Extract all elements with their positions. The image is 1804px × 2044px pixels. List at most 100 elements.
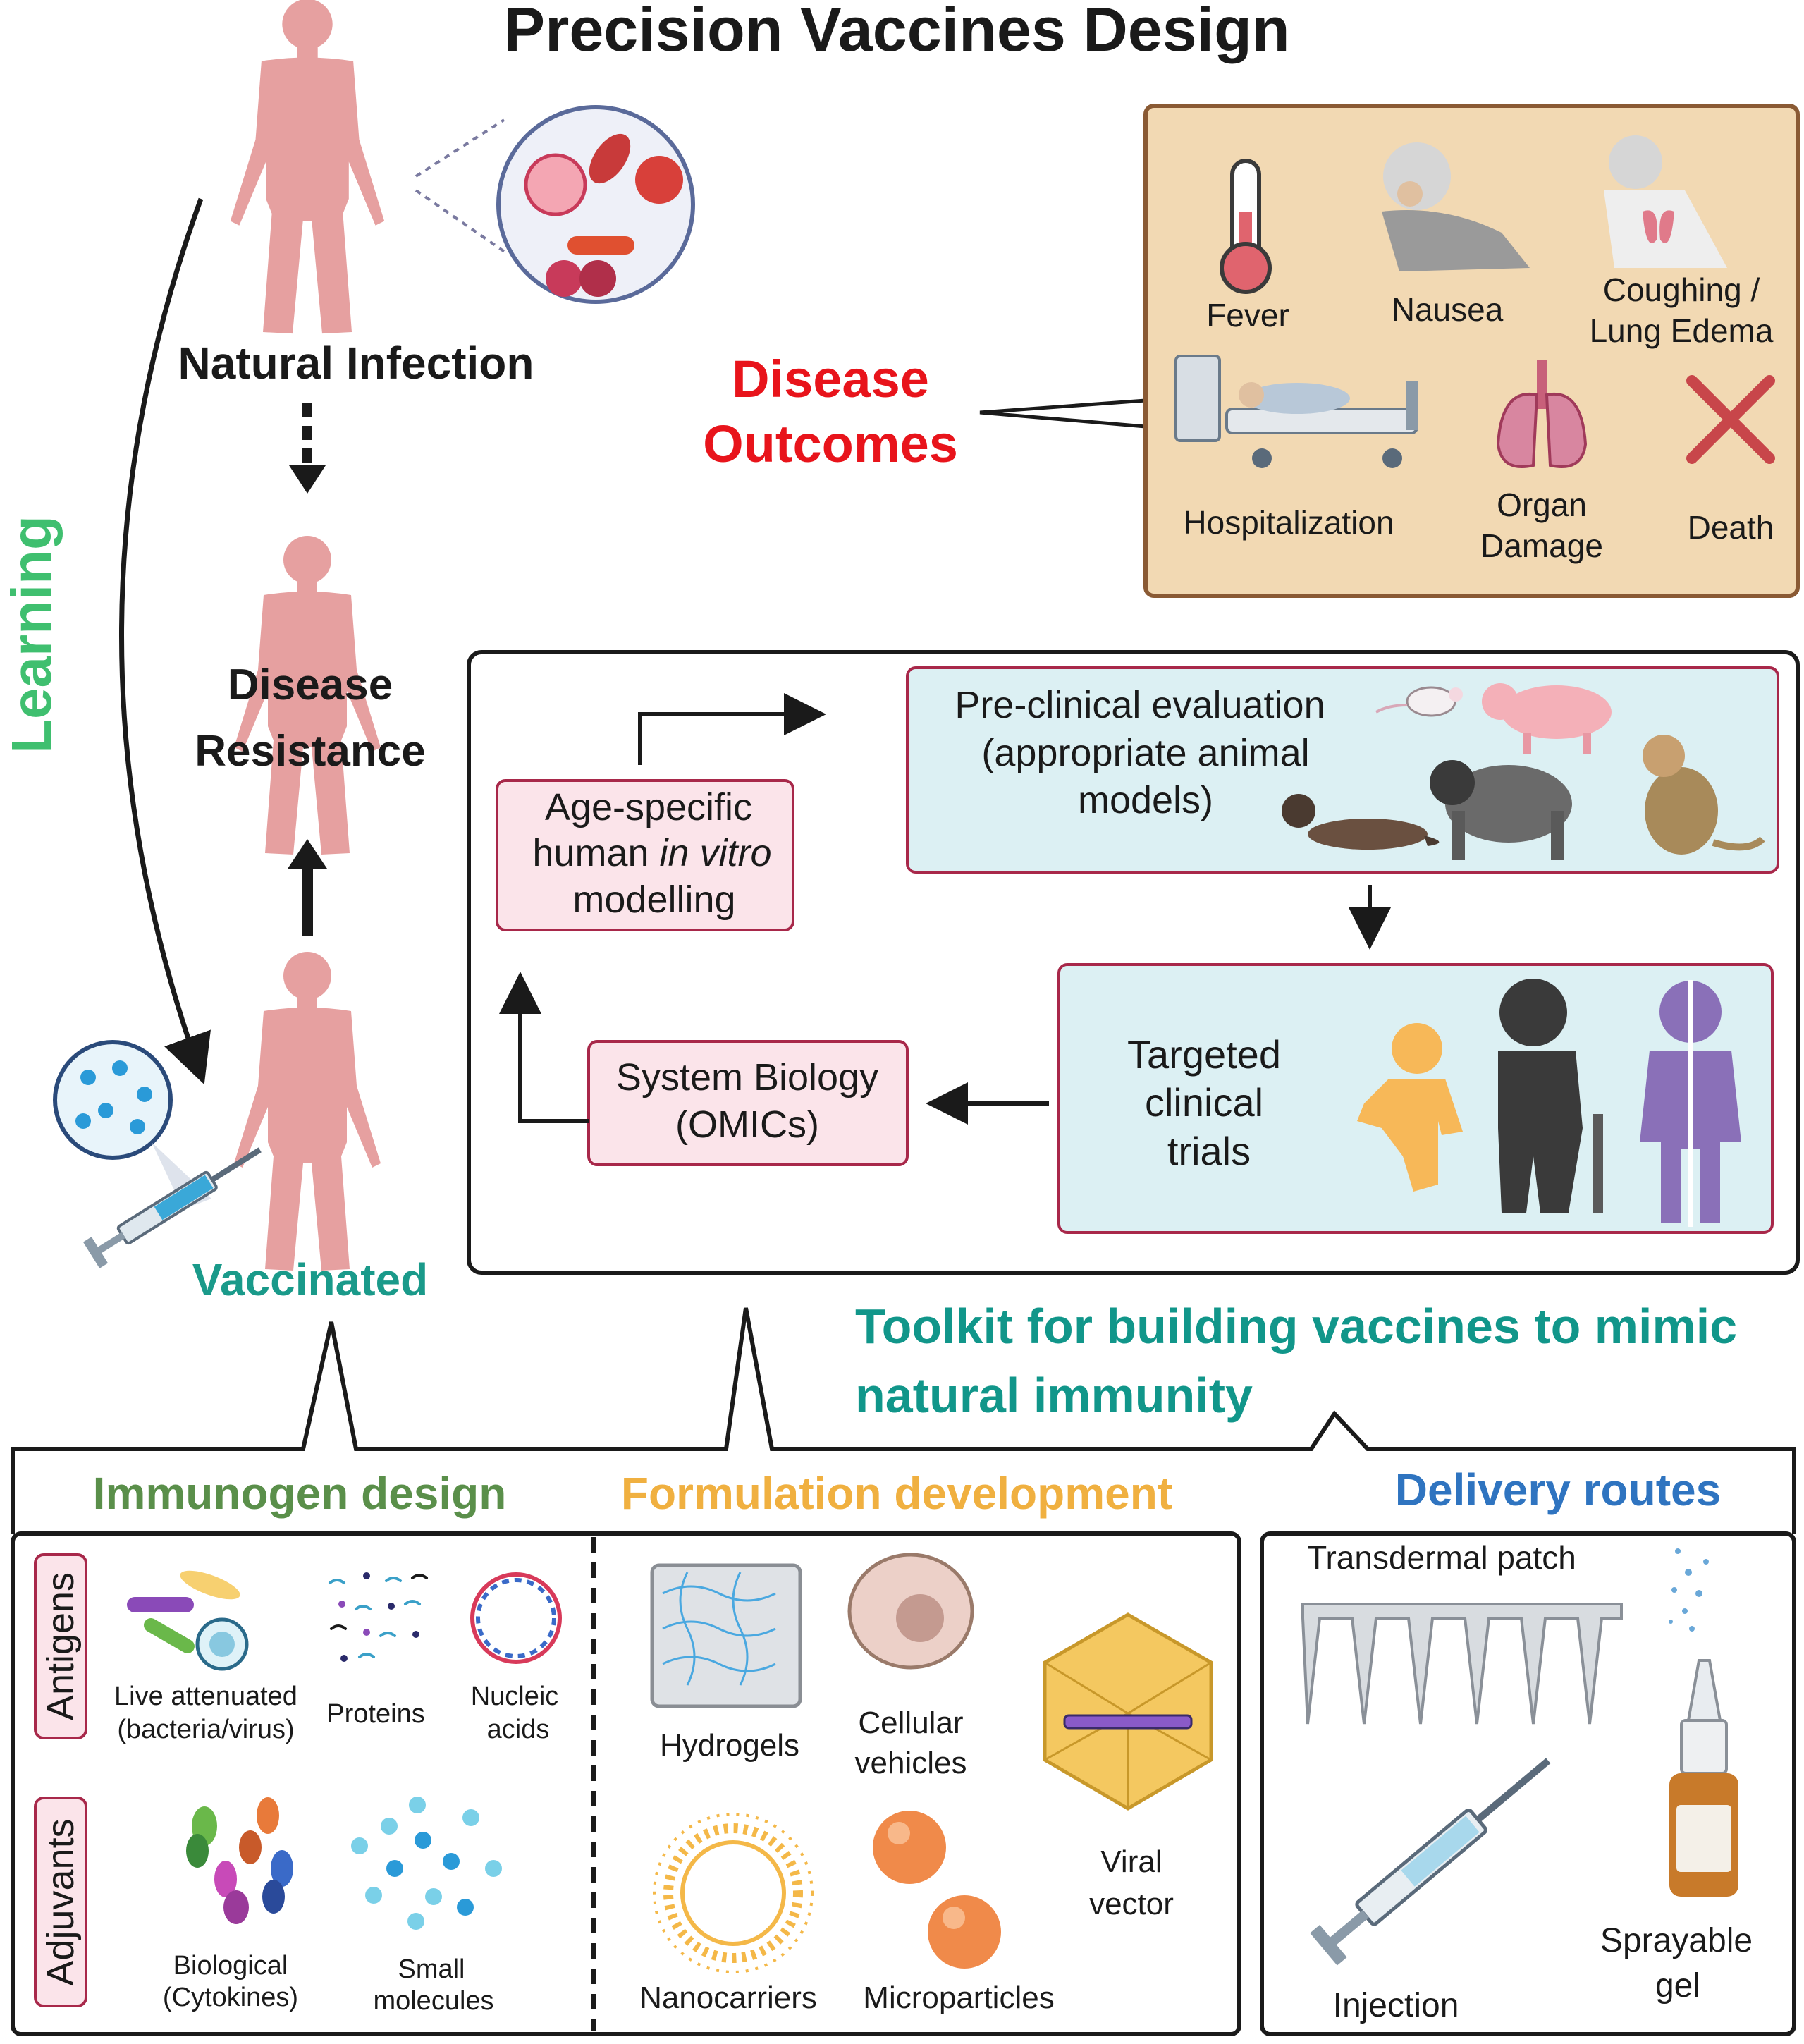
small-molecules-label-1: Small: [398, 1954, 465, 1984]
mouse-icon: [1375, 686, 1463, 717]
live-attenuated-label-2: (bacteria/virus): [117, 1715, 294, 1744]
injection-syringe-icon: [1310, 1758, 1551, 1966]
hydrogel-icon: [650, 1563, 802, 1708]
delivery-header: Delivery routes: [1395, 1464, 1721, 1515]
formulation-header: Formulation development: [621, 1468, 1172, 1519]
viral-vector-label-1: Viral: [1100, 1844, 1162, 1879]
preclinical-text-2: (appropriate animal: [981, 732, 1309, 774]
transdermal-label: Transdermal patch: [1307, 1539, 1576, 1576]
dashed-arrow-down: [289, 403, 326, 494]
monkey-icon: [1643, 735, 1765, 855]
fever-label: Fever: [1206, 297, 1289, 333]
microparticle-icon: [873, 1811, 1001, 1969]
small-molecules-label-2: molecules: [373, 1986, 493, 2016]
pig-icon: [1482, 683, 1612, 754]
ferret-icon: [1282, 794, 1440, 850]
sprayable-label-1: Sprayable: [1600, 1922, 1753, 1959]
vaccinated-figure: [234, 952, 381, 1271]
nanocarrier-icon: [653, 1813, 814, 1973]
coughing-label-1: Coughing /: [1603, 271, 1760, 308]
biological-label-1: Biological: [173, 1951, 288, 1981]
coughing-label-2: Lung Edema: [1590, 312, 1774, 349]
cough-person-icon: [1604, 135, 1727, 268]
organ-damage-label-1: Organ: [1497, 486, 1587, 523]
learning-label: Learning: [0, 515, 63, 754]
antigens-label: Antigens: [39, 1572, 82, 1720]
system-biology-text-1: System Biology: [616, 1056, 878, 1099]
viral-vector-label-2: vector: [1089, 1887, 1174, 1921]
protein-icon: [329, 1572, 428, 1662]
plasmid-icon: [470, 1572, 562, 1664]
disease-resistance-label-2: Resistance: [195, 727, 425, 776]
organ-damage-label-2: Damage: [1480, 527, 1603, 564]
arrow-age-to-preclinical: [638, 693, 826, 765]
arrow-system-to-age: [499, 972, 589, 1123]
syringe-icon: [82, 1147, 262, 1268]
preclinical-text-3: models): [1078, 779, 1213, 821]
age-specific-text-3: modelling: [572, 879, 735, 921]
thermometer-icon: [1220, 159, 1272, 294]
microneedle-patch-icon: [1301, 1603, 1623, 1725]
microparticles-label: Microparticles: [863, 1981, 1054, 2015]
nausea-label: Nausea: [1392, 291, 1504, 328]
pipeline-panel: Pre-clinical evaluation (appropriate ani…: [467, 650, 1800, 1275]
hydrogels-label: Hydrogels: [660, 1728, 799, 1763]
pathogen-circle-icon: [415, 105, 695, 304]
cytokine-icon: [186, 1797, 293, 1924]
bacteria-icon: [127, 1570, 249, 1671]
cell-icon: [847, 1553, 974, 1670]
nasal-spray-icon: [1669, 1548, 1738, 1897]
viral-vector-icon: [1043, 1612, 1213, 1811]
natural-infection-figure: [230, 0, 385, 334]
nucleic-acids-label-1: Nucleic: [471, 1682, 559, 1711]
outcomes-callout: [979, 398, 1146, 429]
disease-resistance-label-1: Disease: [228, 661, 393, 709]
targeted-text-1: Targeted: [1127, 1032, 1281, 1077]
child-icon: [1357, 1023, 1463, 1192]
natural-infection-label: Natural Infection: [178, 338, 534, 388]
hospital-bed-icon: [1174, 355, 1418, 468]
vaccinated-label: Vaccinated: [192, 1254, 428, 1305]
targeted-text-2: clinical: [1145, 1080, 1263, 1125]
antigens-tab: [34, 1553, 87, 1739]
disease-outcomes-panel: Fever Nausea Coughing / Lung Edema Hospi…: [1143, 104, 1800, 598]
injection-label: Injection: [1333, 1987, 1459, 2024]
disease-outcomes-label-1: Disease: [732, 350, 929, 408]
gender-icon: [1640, 980, 1741, 1227]
age-specific-text-2: human in vitro: [532, 832, 771, 874]
system-biology-text-2: (OMICs): [675, 1103, 819, 1146]
lungs-icon: [1496, 360, 1588, 468]
targeted-text-3: trials: [1167, 1129, 1251, 1173]
page-title: Precision Vaccines Design: [503, 0, 1289, 64]
age-specific-box: [496, 779, 794, 931]
toolkit-header-outline: [11, 1307, 1796, 1534]
age-specific-text-1: Age-specific: [545, 786, 752, 828]
cellular-vehicles-label-1: Cellular: [858, 1706, 963, 1740]
small-molecule-icon: [351, 1797, 502, 1930]
toolkit-title-1: Toolkit for building vaccines to mimic: [855, 1299, 1737, 1354]
elderly-icon: [1498, 979, 1603, 1213]
biological-label-2: (Cytokines): [163, 1983, 298, 2012]
proteins-label: Proteins: [326, 1699, 424, 1729]
ape-icon: [1430, 760, 1572, 860]
death-cross-icon: [1686, 375, 1775, 464]
adjuvants-tab: [34, 1797, 87, 2007]
death-label: Death: [1688, 509, 1774, 546]
nanocarriers-label: Nanocarriers: [639, 1981, 817, 2015]
hospitalization-label: Hospitalization: [1183, 504, 1394, 541]
sprayable-label-2: gel: [1655, 1967, 1700, 2005]
preclinical-text-1: Pre-clinical evaluation: [955, 684, 1325, 726]
solid-arrow-up: [288, 839, 327, 936]
nausea-person-icon: [1382, 142, 1530, 271]
learning-arrow: [119, 197, 211, 1085]
nucleic-acids-label-2: acids: [487, 1715, 550, 1744]
live-attenuated-label-1: Live attenuated: [114, 1682, 297, 1711]
disease-outcomes-label-2: Outcomes: [703, 415, 958, 473]
toolkit-title-2: natural immunity: [855, 1368, 1253, 1423]
cellular-vehicles-label-2: vehicles: [855, 1746, 967, 1780]
adjuvants-label: Adjuvants: [39, 1818, 82, 1985]
system-biology-box: [587, 1040, 909, 1166]
vaccine-droplet-icon: [53, 1040, 211, 1209]
immunogen-header: Immunogen design: [93, 1468, 507, 1519]
